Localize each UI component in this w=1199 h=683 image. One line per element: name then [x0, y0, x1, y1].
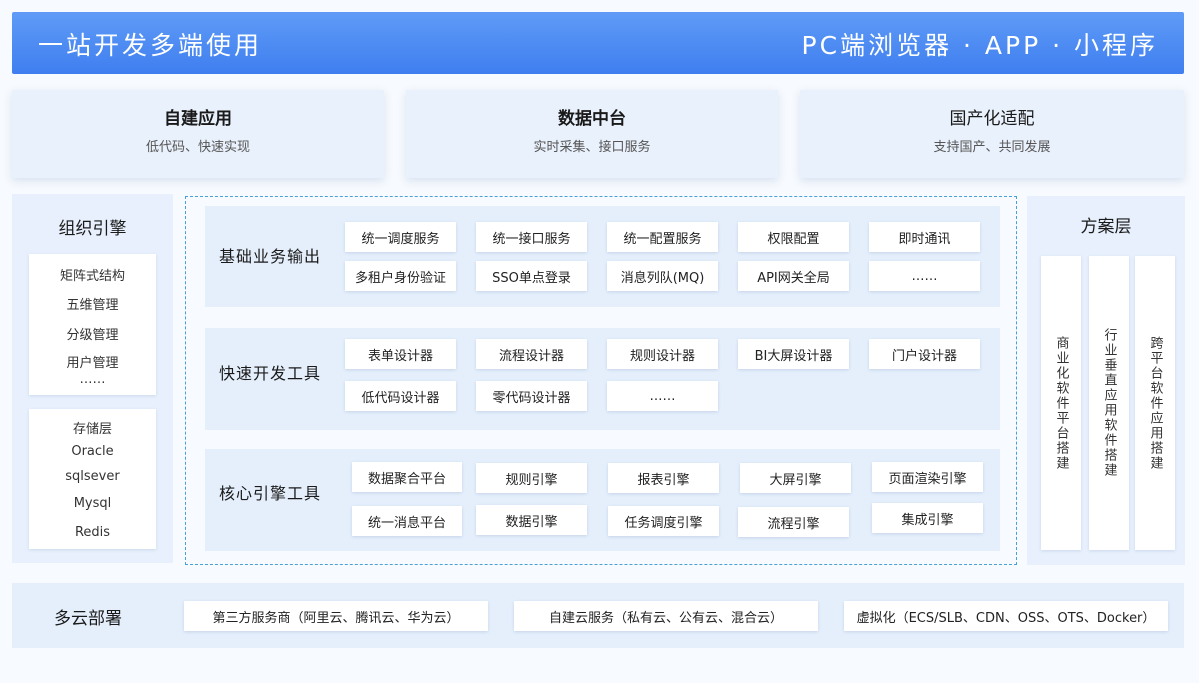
feature-card-data-platform: 数据中台 实时采集、接口服务 — [406, 90, 778, 178]
engine-chip: 流程引擎 — [738, 507, 849, 537]
tool-chip: 规则设计器 — [607, 339, 718, 369]
engine-chip: 页面渲染引擎 — [872, 462, 983, 492]
header-platforms: PC端浏览器 · APP · 小程序 — [801, 31, 1158, 60]
storage-item: Redis — [74, 525, 111, 540]
service-chip-more: …… — [869, 261, 980, 291]
solution-item-label: 跨平台软件应用搭建 — [1147, 335, 1163, 471]
storage-item: sqlsever — [65, 469, 120, 484]
header-banner: 一站开发多端使用 PC端浏览器 · APP · 小程序 — [12, 12, 1184, 74]
engine-chip: 数据聚合平台 — [352, 462, 462, 492]
service-chip: 多租户身份验证 — [345, 261, 456, 291]
tool-chip: BI大屏设计器 — [738, 339, 849, 369]
storage-title: 存储层 — [72, 422, 112, 437]
multi-cloud-title: 多云部署 — [54, 609, 122, 629]
org-item: 五维管理 — [66, 298, 119, 313]
multi-cloud-panel: 多云部署 第三方服务商（阿里云、腾讯云、华为云） 自建云服务（私有云、公有云、混… — [12, 583, 1184, 648]
engine-chip: 大屏引擎 — [740, 463, 851, 493]
tool-chip: 门户设计器 — [869, 339, 980, 369]
solution-layer-panel: 方案层 商业化软件平台搭建 行业垂直应用软件搭建 跨平台软件应用搭建 — [1027, 196, 1185, 565]
service-chip: SSO单点登录 — [476, 261, 587, 291]
solution-item-vertical: 行业垂直应用软件搭建 — [1089, 256, 1129, 550]
tool-chip: 低代码设计器 — [345, 381, 456, 411]
cloud-option-self-built: 自建云服务（私有云、公有云、混合云） — [514, 601, 818, 631]
storage-layer-box: 存储层 Oracle sqlsever Mysql Redis — [29, 409, 156, 549]
solution-layer-title: 方案层 — [1080, 217, 1132, 237]
row-rapid-dev-tools: 快速开发工具 表单设计器 流程设计器 规则设计器 BI大屏设计器 门户设计器 低… — [205, 328, 1000, 430]
feature-subtitle: 支持国产、共同发展 — [933, 140, 1051, 155]
service-chip: 权限配置 — [738, 222, 849, 252]
service-chip: 即时通讯 — [869, 222, 980, 252]
engine-chip: 规则引擎 — [476, 463, 587, 493]
row-core-engine-tools: 核心引擎工具 数据聚合平台 规则引擎 报表引擎 大屏引擎 页面渲染引擎 统一消息… — [205, 449, 1000, 551]
feature-subtitle: 低代码、快速实现 — [145, 140, 250, 155]
feature-title: 数据中台 — [558, 109, 626, 129]
engine-chip: 数据引擎 — [476, 505, 587, 535]
feature-card-self-build: 自建应用 低代码、快速实现 — [12, 90, 384, 178]
solution-item-commercial: 商业化软件平台搭建 — [1041, 256, 1081, 550]
org-item: 用户管理 — [66, 356, 119, 371]
header-slogan: 一站开发多端使用 — [38, 31, 263, 60]
row-label: 核心引擎工具 — [219, 484, 322, 503]
solution-item-label: 行业垂直应用软件搭建 — [1101, 328, 1117, 478]
engine-chip: 报表引擎 — [608, 463, 719, 493]
cloud-option-virtualization: 虚拟化（ECS/SLB、CDN、OSS、OTS、Docker） — [844, 601, 1168, 631]
tool-chip: 流程设计器 — [476, 339, 587, 369]
feature-card-localization: 国产化适配 支持国产、共同发展 — [800, 90, 1184, 178]
solution-item-cross-platform: 跨平台软件应用搭建 — [1135, 256, 1175, 550]
solution-item-label: 商业化软件平台搭建 — [1053, 335, 1069, 471]
org-item: 分级管理 — [66, 328, 119, 343]
engine-chip: 任务调度引擎 — [608, 506, 719, 536]
tool-chip: 表单设计器 — [345, 339, 456, 369]
service-chip: 消息列队(MQ) — [607, 261, 718, 291]
service-chip: 统一接口服务 — [476, 222, 587, 252]
org-item-more: …… — [79, 372, 106, 387]
org-item: 矩阵式结构 — [59, 269, 125, 284]
row-label: 快速开发工具 — [219, 364, 322, 383]
core-services-panel — [185, 196, 1017, 565]
storage-item: Mysql — [73, 496, 112, 511]
feature-subtitle: 实时采集、接口服务 — [533, 140, 651, 155]
tool-chip-more: …… — [607, 381, 718, 411]
service-chip: 统一配置服务 — [607, 222, 718, 252]
service-chip: API网关全局 — [738, 261, 849, 291]
cloud-option-third-party: 第三方服务商（阿里云、腾讯云、华为云） — [184, 601, 488, 631]
org-engine-panel: 组织引擎 矩阵式结构 五维管理 分级管理 用户管理 …… 存储层 Oracle … — [12, 194, 173, 563]
org-structure-box: 矩阵式结构 五维管理 分级管理 用户管理 …… — [29, 254, 156, 395]
row-basic-business: 基础业务输出 统一调度服务 统一接口服务 统一配置服务 权限配置 即时通讯 多租… — [205, 206, 1000, 307]
feature-title: 自建应用 — [164, 109, 232, 129]
service-chip: 统一调度服务 — [345, 222, 456, 252]
storage-item: Oracle — [71, 444, 114, 459]
row-label: 基础业务输出 — [219, 247, 322, 266]
tool-chip: 零代码设计器 — [476, 381, 587, 411]
feature-title: 国产化适配 — [949, 109, 1035, 129]
org-engine-title: 组织引擎 — [58, 219, 127, 239]
engine-chip: 统一消息平台 — [352, 506, 462, 536]
engine-chip: 集成引擎 — [872, 503, 983, 533]
